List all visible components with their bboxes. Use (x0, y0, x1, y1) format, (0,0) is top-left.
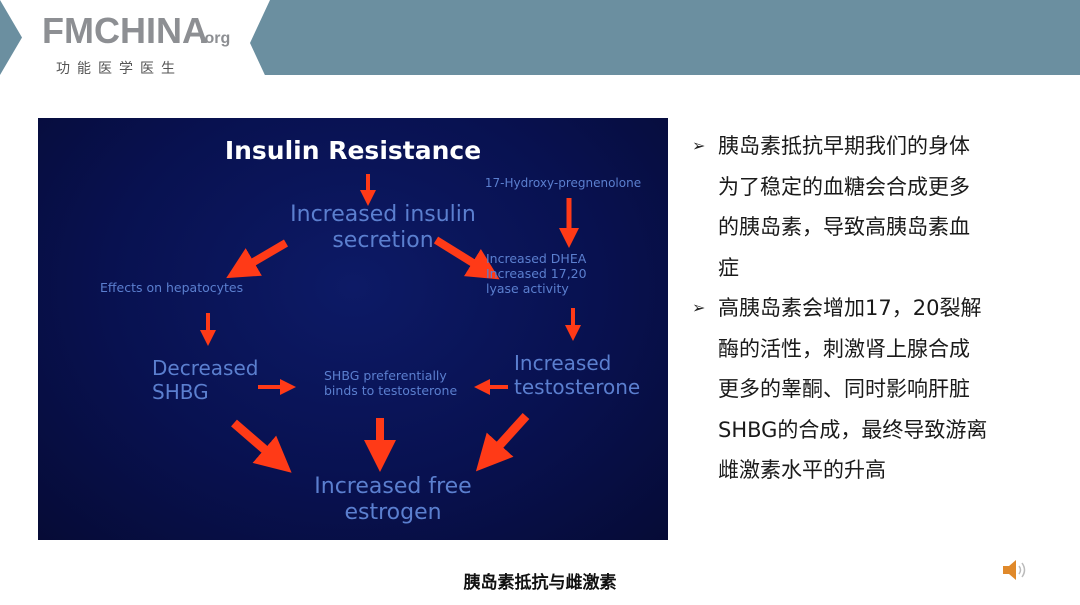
bullet-text: 胰岛素抵抗早期我们的身体为了稳定的血糖会合成更多的胰岛素，导致高胰岛素血症 (718, 134, 970, 280)
diagram-caption: 胰岛素抵抗与雌激素 (463, 573, 617, 593)
node-dhea: Increased DHEA Increased 17,20 lyase act… (486, 251, 587, 296)
arrow-insulin-to-hepatocytes (226, 239, 289, 279)
node-increased-free-estrogen: Increased free estrogen (314, 474, 472, 526)
arrow-testosterone-to-estrogen (475, 412, 530, 472)
logo-wordmark: FMCHINA (42, 10, 208, 51)
insulin-resistance-diagram: Insulin Resistance Increased insulin sec… (38, 118, 668, 540)
node-increased-insulin: Increased insulin secretion (290, 202, 476, 254)
logo-suffix: .org (200, 30, 231, 47)
bullet-list: ➢ 胰岛素抵抗早期我们的身体为了稳定的血糖会合成更多的胰岛素，导致高胰岛素血症 ➢… (690, 126, 990, 491)
speaker-icon[interactable] (1000, 556, 1030, 588)
logo-tab (0, 0, 270, 86)
node-shbg-binds: SHBG preferentially binds to testosteron… (324, 368, 458, 398)
logo-subtitle: 功能医学医生 (56, 61, 182, 77)
diagram-arrows (200, 174, 581, 473)
arrow-shbg-to-estrogen (231, 419, 292, 473)
node-decreased-shbg: Decreased SHBG (152, 356, 259, 404)
arrow-bullet-icon: ➢ (692, 298, 706, 317)
header-band (250, 0, 1080, 75)
bullet-item: ➢ 高胰岛素会增加17，20裂解酶的活性，刺激肾上腺合成更多的睾酮、同时影响肝脏S… (690, 288, 990, 491)
arrow-bullet-icon: ➢ (692, 136, 706, 155)
node-17-hydroxy: 17-Hydroxy-pregnenolone (484, 176, 642, 190)
bullet-text: 高胰岛素会增加17，20裂解酶的活性，刺激肾上腺合成更多的睾酮、同时影响肝脏SH… (718, 296, 988, 482)
bullet-item: ➢ 胰岛素抵抗早期我们的身体为了稳定的血糖会合成更多的胰岛素，导致高胰岛素血症 (690, 126, 990, 288)
node-increased-testosterone: Increased testosterone (514, 351, 641, 399)
arrow-insulin-to-dhea (433, 236, 500, 280)
node-hepatocytes: Effects on hepatocytes (100, 280, 244, 295)
diagram-title: Insulin Resistance (224, 136, 482, 165)
